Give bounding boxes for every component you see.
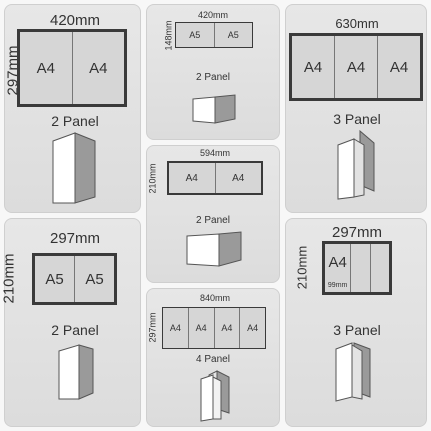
panel: A5	[45, 270, 64, 288]
height-dimension: 297mm	[147, 312, 158, 343]
panel: A4	[377, 36, 420, 98]
card-297x210-2panel: 297mm 210mm A5 A5 2 Panel	[0, 218, 141, 427]
sheet-diagram: A4 A4	[167, 161, 263, 195]
sheet-diagram: A5 A5	[32, 253, 117, 305]
sheet-diagram: A4 A4 A4	[289, 33, 423, 101]
folded-leaflet-icon	[335, 342, 371, 402]
fold-type-label: 3 Panel	[333, 322, 381, 338]
panel: A5	[74, 256, 114, 302]
folded-leaflet-icon	[58, 344, 94, 400]
sheet-diagram: A4 A4 A4 A4	[162, 307, 266, 349]
panel: A4	[334, 36, 377, 98]
inner-panel-width: 99mm	[327, 282, 348, 289]
panel: A4	[214, 163, 262, 193]
folded-leaflet-icon	[192, 94, 236, 124]
folded-leaflet-icon	[200, 370, 230, 422]
card-297x210-3panel: 297mm 210mm A4 99mm 3 Panel	[285, 218, 427, 427]
panel	[369, 244, 389, 292]
card-630-3panel: 630mm A4 A4 A4 3 Panel	[285, 4, 427, 213]
width-dimension: 630mm	[335, 16, 379, 31]
fold-type-label: 4 Panel	[196, 354, 230, 365]
sheet-diagram: A5 A5	[175, 22, 253, 48]
card-594x210-2panel: 594mm 210mm A4 A4 2 Panel	[146, 145, 280, 283]
fold-type-label: 2 Panel	[196, 215, 230, 226]
width-dimension: 420mm	[49, 12, 101, 29]
fold-type-label: 2 Panel	[196, 72, 230, 83]
card-420x297-2panel: 420mm 297mm A4 A4 2 Panel	[4, 4, 141, 213]
panel-label: A4	[328, 254, 347, 271]
fold-type-label: 3 Panel	[333, 111, 381, 127]
panel: A4	[169, 323, 181, 333]
panel	[350, 244, 369, 292]
panel: A4	[36, 59, 55, 77]
panel: A4	[187, 308, 214, 348]
card-840x297-4panel: 840mm 297mm A4 A4 A4 A4 4 Panel	[146, 288, 280, 427]
width-dimension: 840mm	[199, 293, 230, 303]
panel: A4	[213, 308, 240, 348]
sheet-diagram: A4 99mm	[322, 241, 392, 295]
folded-leaflet-icon	[186, 231, 242, 267]
panel: A4 99mm	[325, 244, 350, 292]
panel: A4	[185, 172, 198, 184]
width-dimension: 420mm	[197, 10, 228, 20]
card-420x148-2panel: 420mm 148mm A5 A5 2 Panel	[146, 4, 280, 140]
panel: A5	[213, 23, 253, 47]
folded-leaflet-icon	[337, 129, 375, 200]
panel: A4	[303, 58, 323, 76]
width-dimension: 297mm	[331, 224, 383, 241]
height-dimension: 210mm	[147, 163, 158, 194]
fold-type-label: 2 Panel	[51, 322, 99, 338]
panel: A5	[189, 30, 201, 40]
folded-leaflet-icon	[52, 132, 96, 204]
height-dimension: 148mm	[163, 20, 174, 51]
sheet-diagram: A4 A4	[17, 29, 127, 107]
width-dimension: 594mm	[199, 148, 230, 158]
panel: A4	[71, 32, 125, 104]
height-dimension: 210mm	[0, 253, 18, 304]
fold-type-label: 2 Panel	[51, 113, 99, 129]
panel: A4	[239, 308, 265, 348]
width-dimension: 297mm	[49, 230, 101, 247]
height-dimension: 210mm	[294, 245, 310, 290]
